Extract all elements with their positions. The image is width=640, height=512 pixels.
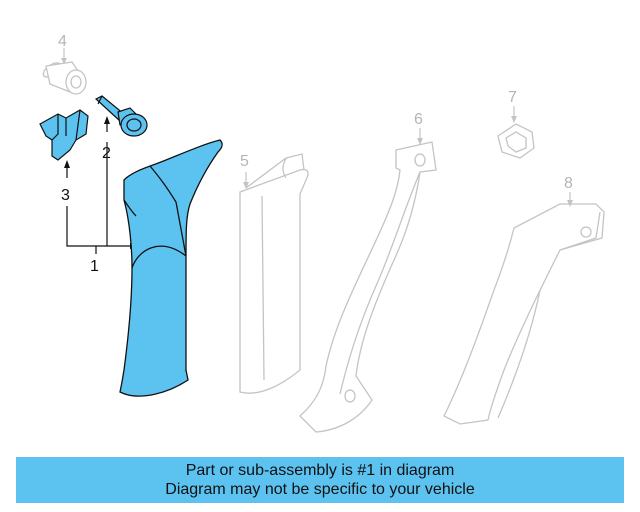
info-banner: Part or sub-assembly is #1 in diagram Di… xyxy=(16,457,624,503)
arrow-8 xyxy=(567,200,573,207)
callout-6: 6 xyxy=(414,111,423,128)
banner-line-1: Part or sub-assembly is #1 in diagram xyxy=(185,462,455,479)
arrow-3 xyxy=(64,160,70,168)
part-8-trim xyxy=(443,203,605,425)
arrow-5 xyxy=(243,182,249,189)
arrow-7 xyxy=(511,116,517,123)
callout-4: 4 xyxy=(58,33,67,50)
banner-line-2: Diagram may not be specific to your vehi… xyxy=(165,481,475,498)
arrow-6 xyxy=(417,138,423,145)
part-3-clip xyxy=(39,109,89,161)
part-1-pillar-trim xyxy=(119,139,223,397)
arrow-4 xyxy=(61,58,67,64)
callout-1: 1 xyxy=(90,258,99,275)
parts-diagram: 4 2 3 1 5 xyxy=(39,33,605,433)
arrow-2 xyxy=(104,116,110,124)
part-2-screw xyxy=(94,95,148,137)
part-5-panel xyxy=(239,153,309,394)
callout-3: 3 xyxy=(61,187,70,204)
callout-5: 5 xyxy=(240,153,249,170)
callout-7: 7 xyxy=(508,89,517,106)
callout-8: 8 xyxy=(564,175,573,192)
leader-1-bracket xyxy=(66,206,130,247)
callout-2: 2 xyxy=(102,145,111,162)
part-7-nut-clip xyxy=(497,123,535,159)
part-4-clip xyxy=(42,61,87,95)
part-6-pillar xyxy=(299,141,437,433)
